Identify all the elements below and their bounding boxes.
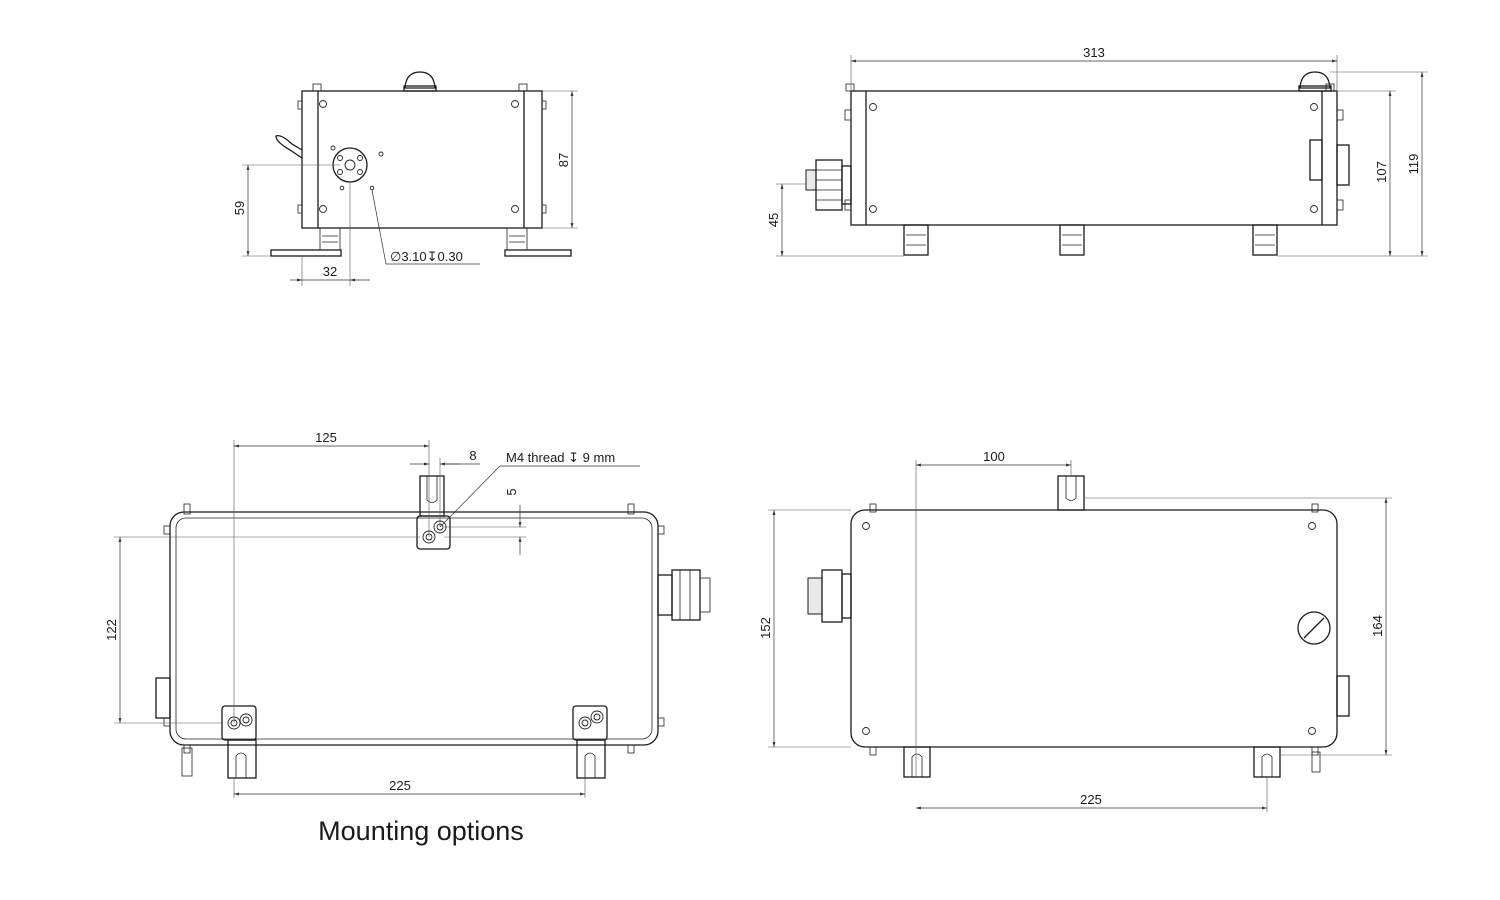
- side-dim-height-connector: 45: [766, 213, 781, 227]
- side-dim-height-total: 119: [1406, 154, 1421, 175]
- front-dim-height-body: 87: [556, 153, 571, 167]
- front-hole-callout: ∅3.10↧0.30: [390, 249, 463, 264]
- front-dim-axis-offset: 32: [323, 264, 337, 279]
- front-dim-height-axis: 59: [232, 201, 247, 215]
- side-dim-length: 313: [1083, 45, 1105, 60]
- caption: Mounting options: [318, 816, 524, 846]
- top-dim-pos-x: 100: [983, 449, 1005, 464]
- mount-thread-callout: M4 thread ↧ 9 mm: [506, 450, 615, 465]
- mount-dim-slot-offset: 5: [504, 488, 519, 495]
- mount-dim-slot-width: 8: [469, 448, 476, 463]
- bottom-mount-view: 125 8 5 122 225 M4 thread ↧ 9 mm Mountin…: [104, 430, 711, 846]
- top-dim-spacing: 225: [1080, 792, 1102, 807]
- mount-dim-pos-x: 125: [315, 430, 337, 445]
- top-view: 100 152 164 225: [758, 449, 1392, 812]
- side-view: 313 119 107 45: [766, 45, 1428, 257]
- side-dim-height-body: 107: [1374, 161, 1389, 183]
- mount-dim-width-inner: 122: [104, 619, 119, 641]
- front-view: 87 59 32 ∅3.10↧0.30: [232, 71, 578, 286]
- top-dim-width-total: 164: [1370, 615, 1385, 637]
- mount-dim-spacing: 225: [389, 778, 411, 793]
- top-dim-width-body: 152: [758, 617, 773, 639]
